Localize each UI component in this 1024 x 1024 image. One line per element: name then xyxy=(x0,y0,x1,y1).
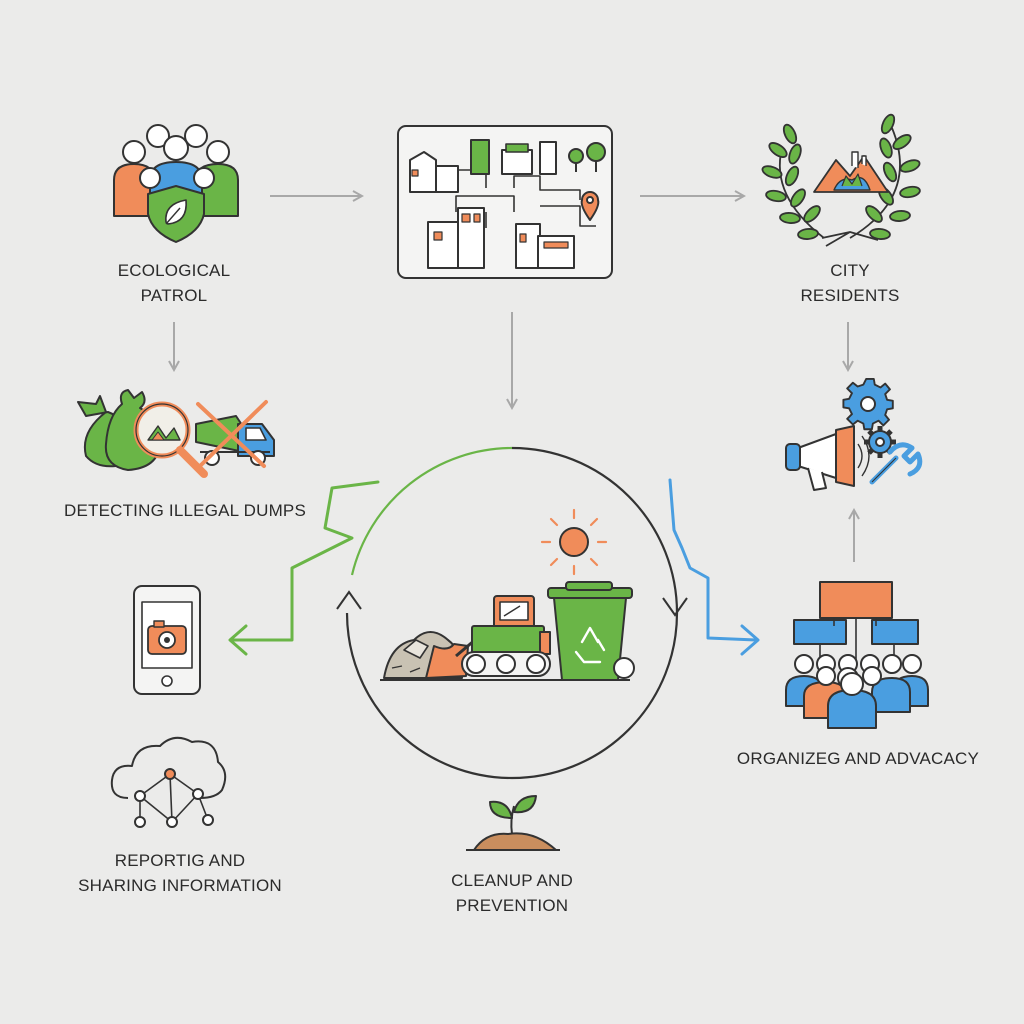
sprout-icon xyxy=(466,795,560,851)
label-organizing-advocacy-line1: ORGANIZEG AND ADVACACY xyxy=(736,749,980,768)
label-cleanup-prevention-line2: PREVENTION xyxy=(455,896,569,915)
label-ecological-patrol: ECOLOGICAL PATROL xyxy=(74,258,274,308)
label-ecological-patrol-line2: PATROL xyxy=(140,286,208,305)
label-ecological-patrol-line1: ECOLOGICAL xyxy=(117,261,231,280)
smartphone-camera-icon xyxy=(133,585,201,695)
connector-arrows xyxy=(174,196,854,562)
cycle-ring xyxy=(336,446,688,780)
label-organizing-advocacy: ORGANIZEG AND ADVACACY xyxy=(718,746,998,771)
label-detecting-illegal-dumps: DETECTING ILLEGAL DUMPS xyxy=(40,498,330,523)
bulldozer-recycle-bin-icon xyxy=(380,508,635,681)
zigzag-arrow-blue xyxy=(668,478,760,656)
laurel-wreath-landscape-icon xyxy=(761,113,921,247)
patrol-group-shield-leaf-icon xyxy=(113,124,239,243)
label-reporting-sharing-line1: REPORTIG AND xyxy=(114,851,246,870)
cycle-arrowhead-left xyxy=(336,590,362,610)
label-detecting-illegal-dumps-line1: DETECTING ILLEGAL DUMPS xyxy=(63,501,307,520)
megaphone-gears-icon xyxy=(785,377,923,491)
city-map-icon xyxy=(397,125,613,279)
label-city-residents: CITY RESIDENTS xyxy=(750,258,950,308)
cycle-ring-dark-arc xyxy=(345,446,679,780)
label-reporting-sharing: REPORTIG AND SHARING INFORMATION xyxy=(60,848,300,898)
label-city-residents-line2: RESIDENTS xyxy=(800,286,900,305)
zigzag-arrow-green xyxy=(228,480,380,656)
label-reporting-sharing-line2: SHARING INFORMATION xyxy=(78,876,282,895)
cycle-ring-green-arc xyxy=(350,446,513,576)
cycle-arrowhead-right xyxy=(662,597,688,617)
label-cleanup-prevention-line1: CLEANUP AND xyxy=(451,871,573,890)
people-network-icon xyxy=(785,581,929,729)
label-city-residents-line1: CITY xyxy=(830,261,870,280)
cloud-network-icon xyxy=(110,736,227,828)
label-cleanup-prevention: CLEANUP AND PREVENTION xyxy=(412,868,612,918)
garbage-magnifier-truck-icon xyxy=(77,389,275,478)
